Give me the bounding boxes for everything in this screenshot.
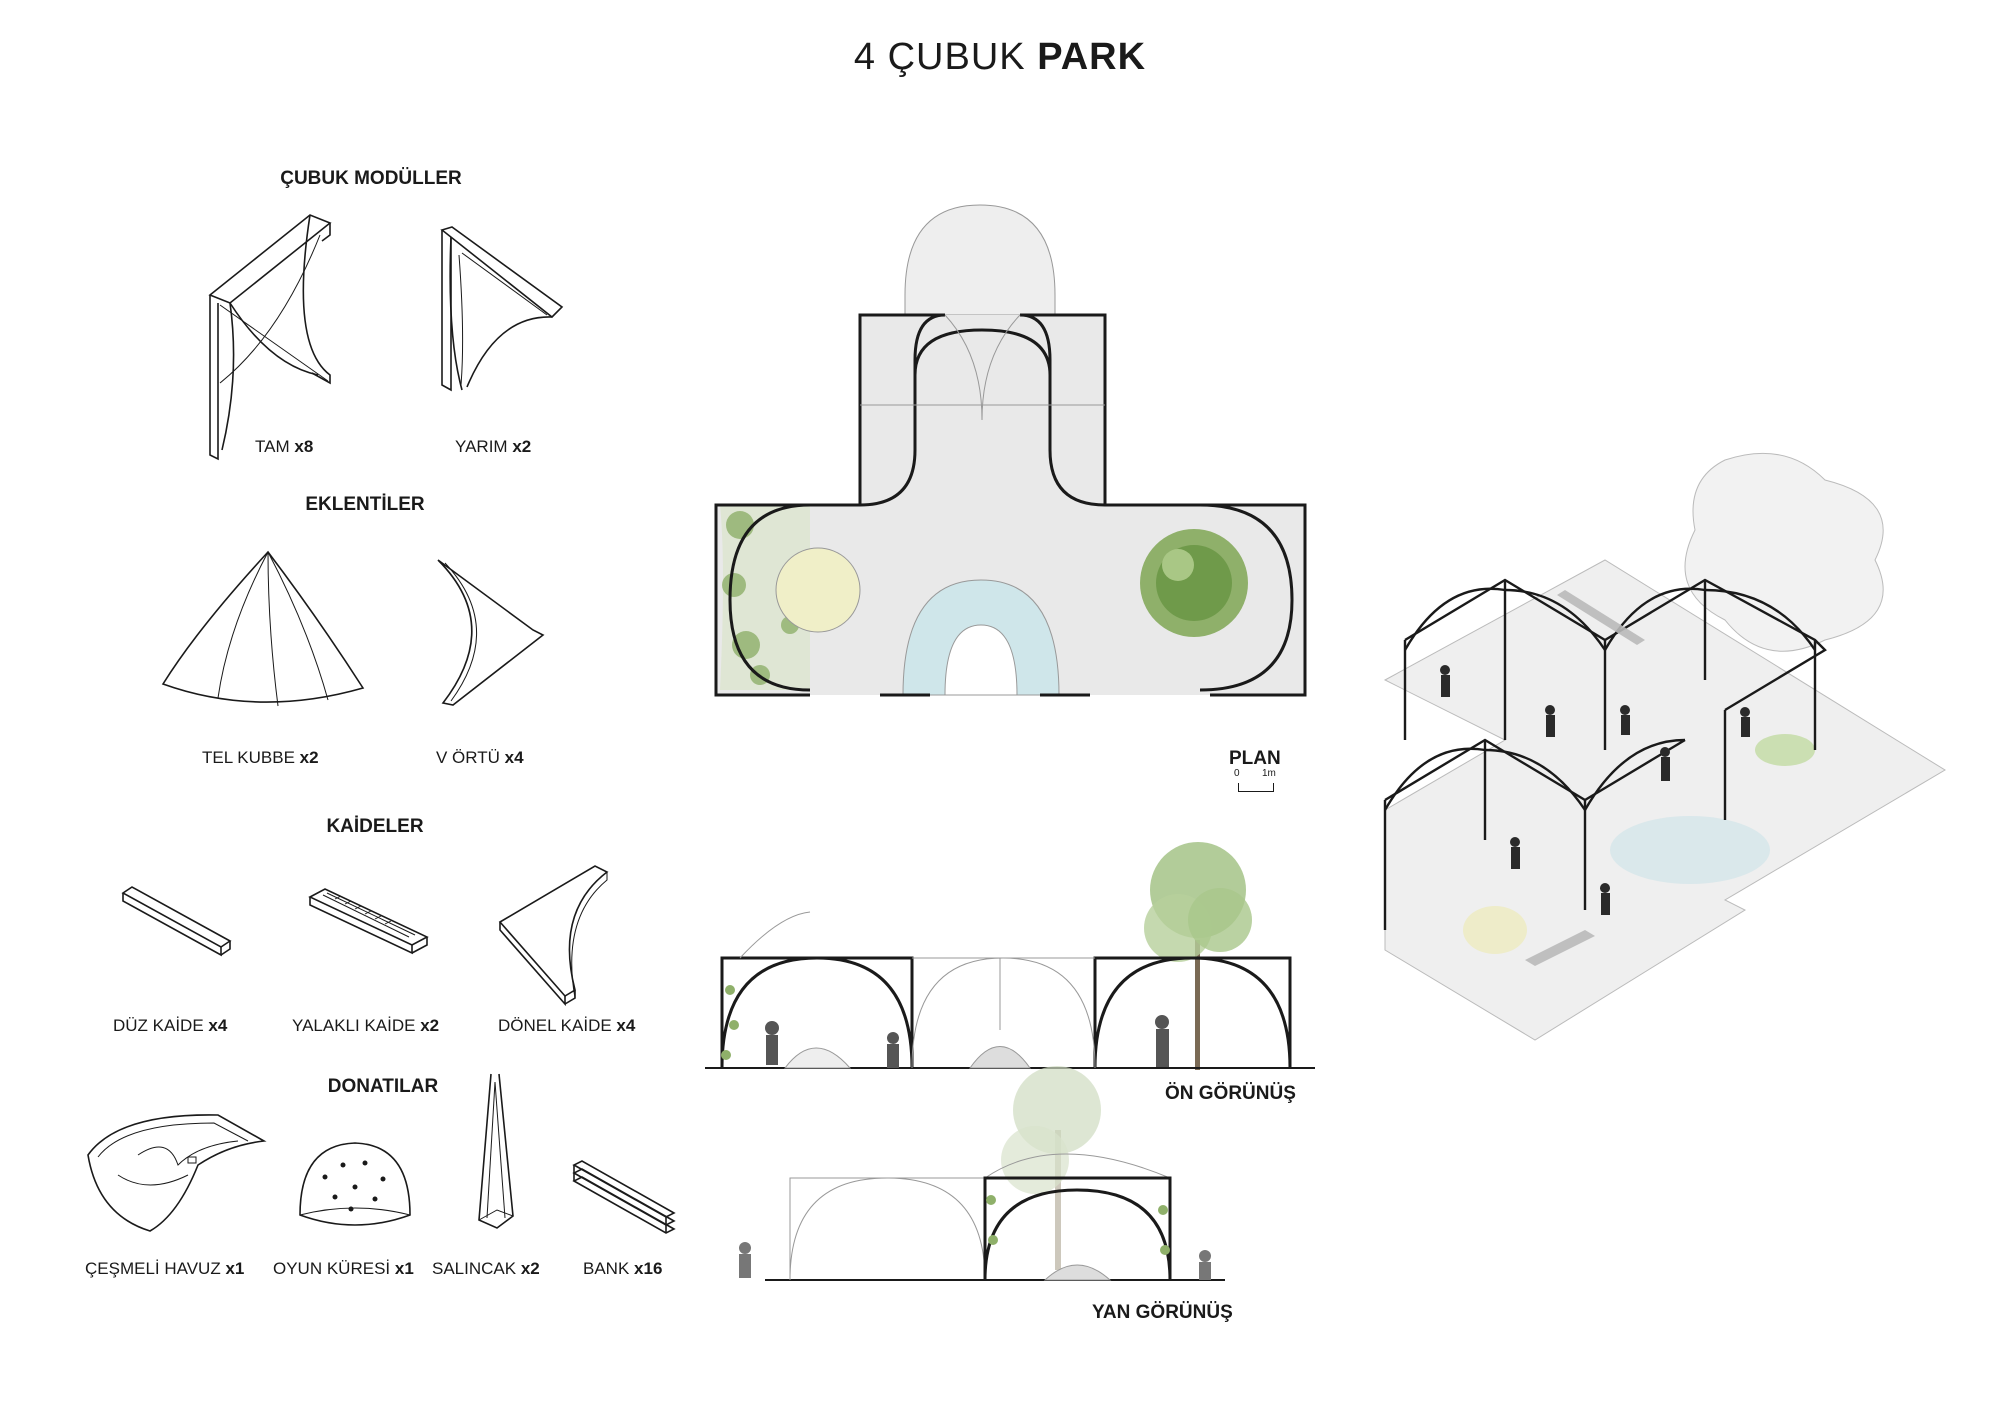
label-yarim: YARIM x2 [455, 437, 532, 456]
tam-module-drawing [208, 214, 332, 461]
yalakli-kaide-drawing [308, 888, 429, 955]
label-tam: TAM x8 [255, 437, 314, 456]
title-bold: PARK [1037, 36, 1147, 78]
axonometric-drawing [1383, 452, 1946, 1041]
yarim-module-drawing [440, 226, 564, 392]
label-bank: BANK x16 [583, 1259, 663, 1278]
view-front-label: ÖN GÖRÜNÜŞ [1165, 1083, 1296, 1104]
label-havuz: ÇEŞMELİ HAVUZ x1 [85, 1259, 245, 1278]
bank-drawing [572, 1160, 676, 1234]
section-bases: KAİDELER [326, 816, 424, 837]
label-duz-kaide: DÜZ KAİDE x4 [113, 1016, 228, 1035]
label-v-ortu: V ÖRTÜ x4 [436, 748, 524, 767]
scale-bar [1238, 783, 1274, 792]
section-modules: ÇUBUK MODÜLLER [280, 168, 462, 189]
view-plan-label: PLAN [1229, 748, 1281, 769]
section-fixtures: DONATILAR [327, 1076, 439, 1097]
havuz-drawing [87, 1114, 267, 1232]
donel-kaide-drawing [498, 865, 609, 1007]
duz-kaide-drawing [121, 886, 232, 957]
label-tel-kubbe: TEL KUBBE x2 [202, 748, 319, 767]
title-prefix: 4 ÇUBUK [853, 36, 1026, 78]
salincak-drawing [478, 1073, 514, 1229]
view-side-label: YAN GÖRÜNÜŞ [1092, 1302, 1233, 1323]
section-addons: EKLENTİLER [305, 494, 425, 515]
scale-zero: 0 [1234, 768, 1240, 779]
v-ortu-drawing [437, 559, 545, 706]
scale-one: 1m [1262, 768, 1276, 779]
plan-drawing [714, 204, 1307, 697]
label-salincak: SALINCAK x2 [432, 1259, 540, 1278]
page-title: 4 ÇUBUK PARK [0, 36, 2000, 79]
label-donel-kaide: DÖNEL KAİDE x4 [498, 1016, 636, 1035]
label-oyun-kuresi: OYUN KÜRESİ x1 [273, 1259, 414, 1278]
tel-kubbe-drawing [161, 550, 365, 707]
side-elevation-drawing [739, 1066, 1225, 1281]
oyun-kuresi-drawing [299, 1142, 411, 1226]
front-elevation-drawing [705, 842, 1315, 1070]
label-yalakli-kaide: YALAKLI KAİDE x2 [292, 1016, 440, 1035]
